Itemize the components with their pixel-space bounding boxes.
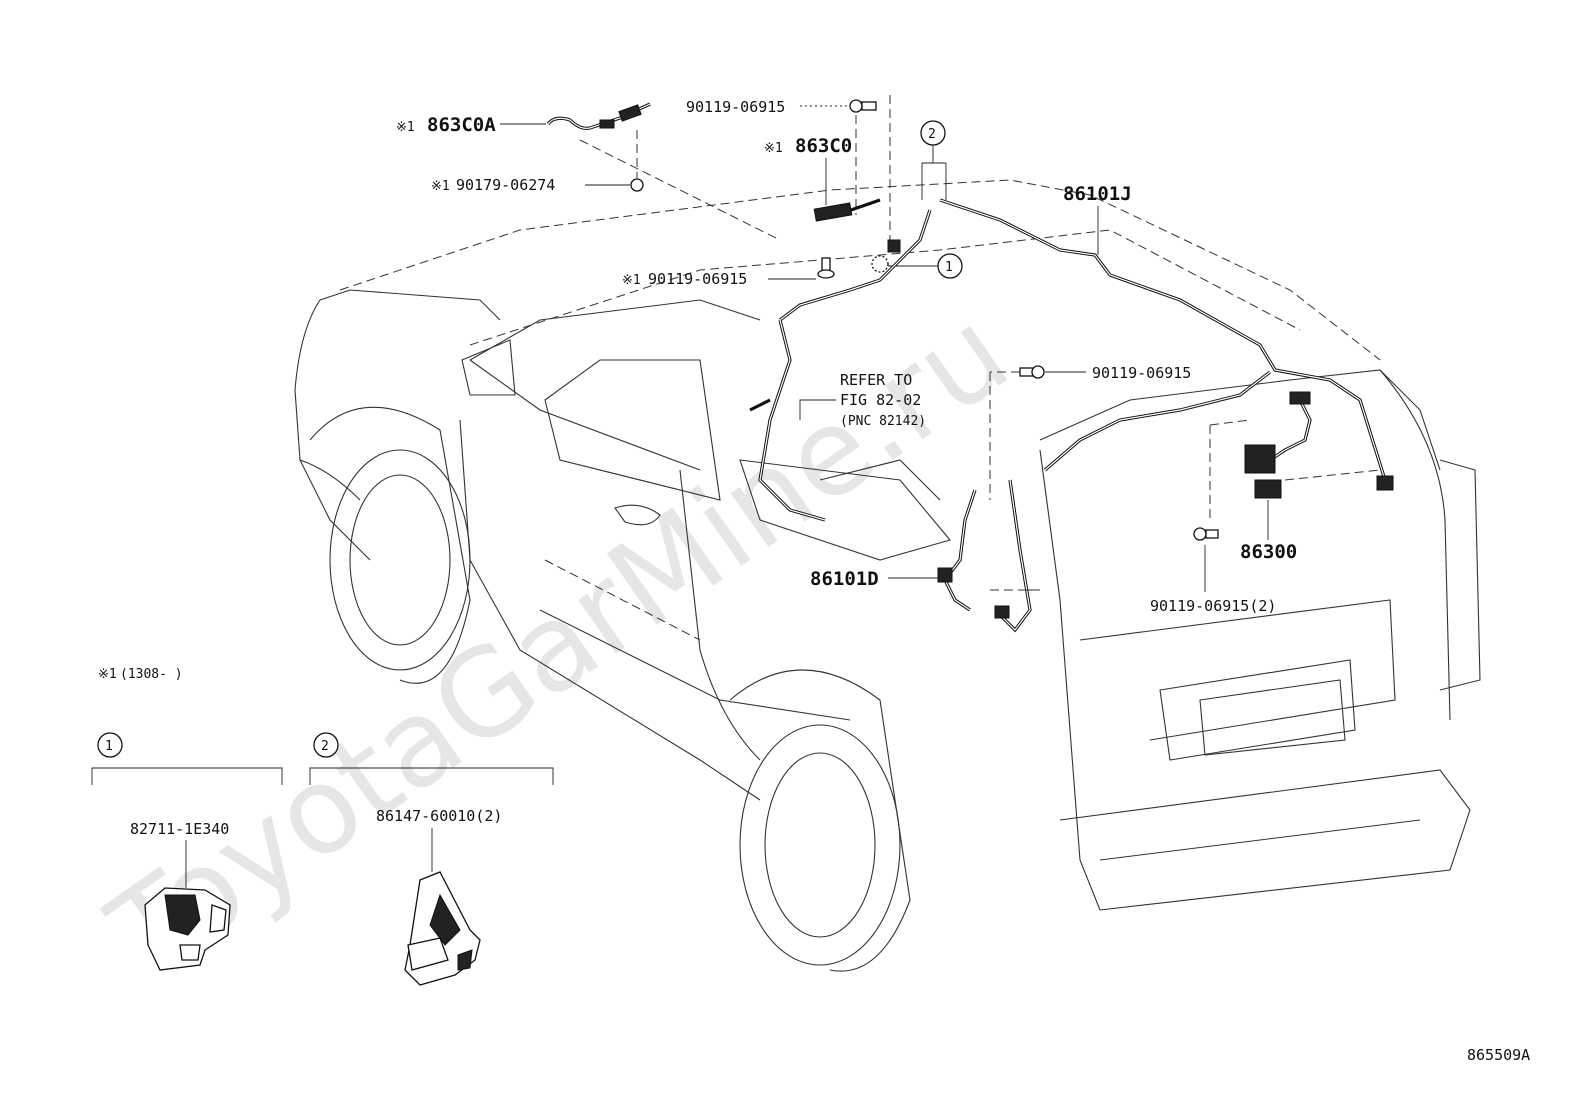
inset-2-part-number: 86147-60010(2) (376, 807, 502, 825)
clip-location-1 (871, 255, 889, 273)
harness-863C0-drawing (813, 198, 881, 222)
harness-86101D-drawing (937, 479, 1032, 633)
refer-line-1: REFER TO (840, 371, 912, 389)
diagram-id: 865509A (1467, 1046, 1530, 1064)
inset-1-callout (97, 732, 123, 758)
refer-line-2: FIG 82-02 (840, 391, 921, 409)
clip-82711-icon (144, 887, 231, 971)
harness-863C0A-drawing (546, 102, 651, 130)
label-86101J: 86101J (1063, 183, 1132, 205)
inset-2-callout-text: 2 (321, 739, 329, 754)
bolt-right-icon (1019, 365, 1045, 379)
vehicle-outline (294, 179, 1481, 972)
mark-90179: ※1 (431, 179, 450, 194)
inset-1-callout-text: 1 (105, 739, 113, 754)
inset-2-callout (313, 732, 339, 758)
label-bolt-rear: 90119-06915(2) (1150, 597, 1276, 615)
bolt-mid-icon (817, 257, 835, 279)
label-bolt-top: 90119-06915 (686, 98, 785, 116)
harness-82142-drawing (749, 319, 826, 522)
harness-86101J-drawing (779, 198, 1394, 491)
label-86300: 86300 (1240, 541, 1297, 563)
label-86101D: 86101D (810, 568, 879, 590)
mark-863C0: ※1 (764, 141, 783, 156)
mark-863C0A: ※1 (396, 120, 415, 135)
callout-2-text: 2 (928, 127, 936, 142)
refer-line-3: (PNC 82142) (840, 414, 926, 429)
bolt-top-icon (849, 99, 877, 113)
label-bolt-mid: 90119-06915 (648, 270, 747, 288)
callout-1-text: 1 (945, 260, 953, 275)
mark-bolt-mid: ※1 (622, 273, 641, 288)
bolt-rear-icon (1193, 527, 1219, 541)
label-90179-06274: 90179-06274 (456, 176, 555, 194)
label-863C0A: 863C0A (427, 114, 496, 136)
inset-2: 2 86147-60010(2) (309, 732, 554, 986)
inset-1: 1 82711-1E340 (91, 732, 283, 971)
label-863C0: 863C0 (795, 135, 852, 157)
label-bolt-right: 90119-06915 (1092, 364, 1191, 382)
clip-90179-icon (630, 178, 644, 192)
clip-86147-icon (404, 871, 481, 986)
part-86300-drawing (1244, 391, 1312, 499)
note-range: (1308- ) (120, 667, 183, 682)
inset-1-part-number: 82711-1E340 (130, 820, 229, 838)
note-symbol: ※1 (98, 667, 117, 682)
